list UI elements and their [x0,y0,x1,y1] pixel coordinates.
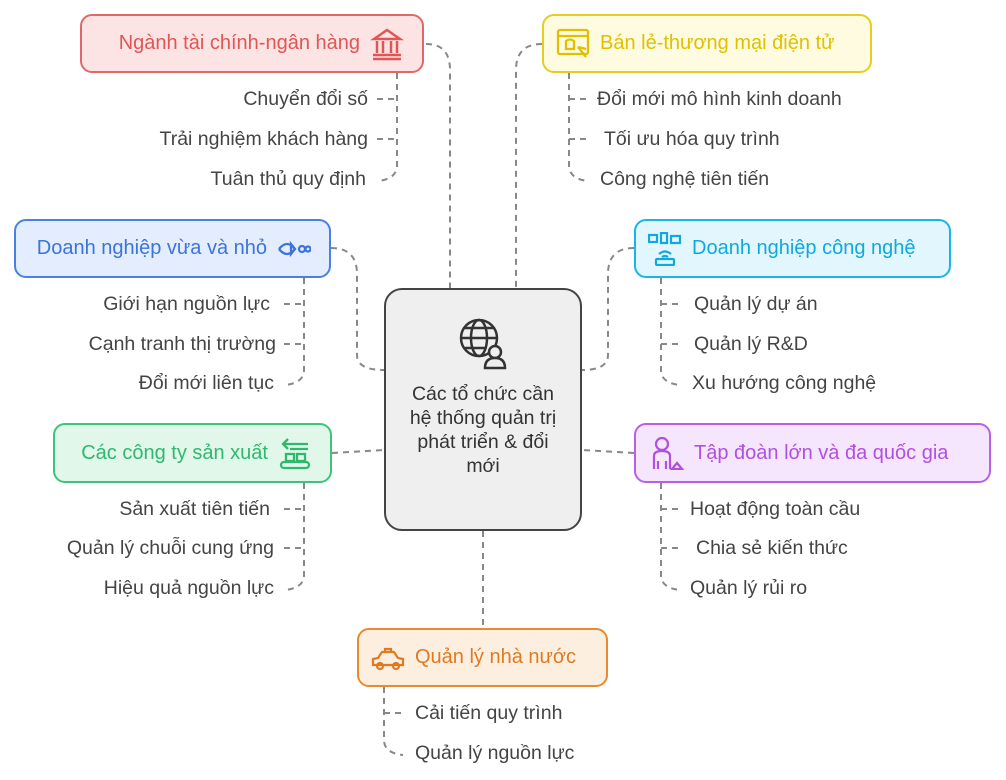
tech-item: Quản lý dự án [694,293,818,315]
conveyor-icon [279,438,311,470]
branch-retail[interactable]: Bán lẻ-thương mại điện tử [542,14,872,73]
branch-sme[interactable]: Doanh nghiệp vừa và nhỏ [14,219,331,278]
sme-item: Giới hạn nguồn lực [103,293,270,315]
central-title: Các tổ chức cần hệ thống quản trị phát t… [409,383,557,477]
corp-item: Quản lý rủi ro [690,577,808,599]
tech-item: Xu hướng công nghệ [692,372,877,394]
online-shop-icon [556,28,590,58]
branch-state[interactable]: Quản lý nhà nước [357,628,608,687]
state-item: Quản lý nguồn lực [415,742,575,764]
globe-user-icon [459,318,507,370]
retail-item: Tối ưu hóa quy trình [604,128,780,150]
branch-label: Các công ty sản xuất [81,441,268,464]
tech-item: Quản lý R&D [694,333,808,355]
branch-corp[interactable]: Tập đoàn lớn và đa quốc gia [634,423,991,483]
branch-label: Quản lý nhà nước [415,646,577,668]
finance-item: Tuân thủ quy định [210,168,366,190]
retail-item: Công nghệ tiên tiến [600,168,770,190]
retail-item: Đổi mới mô hình kinh doanh [597,88,842,110]
central-node[interactable]: Các tổ chức cần hệ thống quản trị phát t… [384,288,582,531]
manufacturing-item: Sản xuất tiên tiến [119,498,270,520]
sme-item: Cạnh tranh thị trường [88,333,276,355]
global-worker-icon [652,436,684,470]
branch-label: Tập đoàn lớn và đa quốc gia [694,441,949,464]
state-item: Cải tiến quy trình [415,702,563,724]
finance-item: Trải nghiệm khách hàng [159,128,368,150]
branch-label: Bán lẻ-thương mại điện tử [600,32,835,54]
car-icon [371,647,405,670]
corp-item: Hoạt động toàn cầu [690,498,861,520]
bank-icon [370,27,404,60]
manufacturing-item: Quản lý chuỗi cung ứng [66,537,274,559]
branch-manufacturing[interactable]: Các công ty sản xuất [53,423,332,483]
branch-finance[interactable]: Ngành tài chính-ngân hàng [80,14,424,73]
devices-network-icon [648,231,682,266]
corp-item: Chia sẻ kiến thức [696,537,848,559]
sme-item: Đổi mới liên tục [138,372,274,394]
branch-label: Doanh nghiệp vừa và nhỏ [36,237,267,259]
small-fish-icon [278,240,311,257]
finance-item: Chuyển đổi số [243,88,368,110]
branch-tech[interactable]: Doanh nghiệp công nghệ [634,219,951,278]
branch-label: Ngành tài chính-ngân hàng [118,32,360,54]
manufacturing-item: Hiệu quả nguồn lực [103,577,274,599]
branch-label: Doanh nghiệp công nghệ [692,237,916,259]
